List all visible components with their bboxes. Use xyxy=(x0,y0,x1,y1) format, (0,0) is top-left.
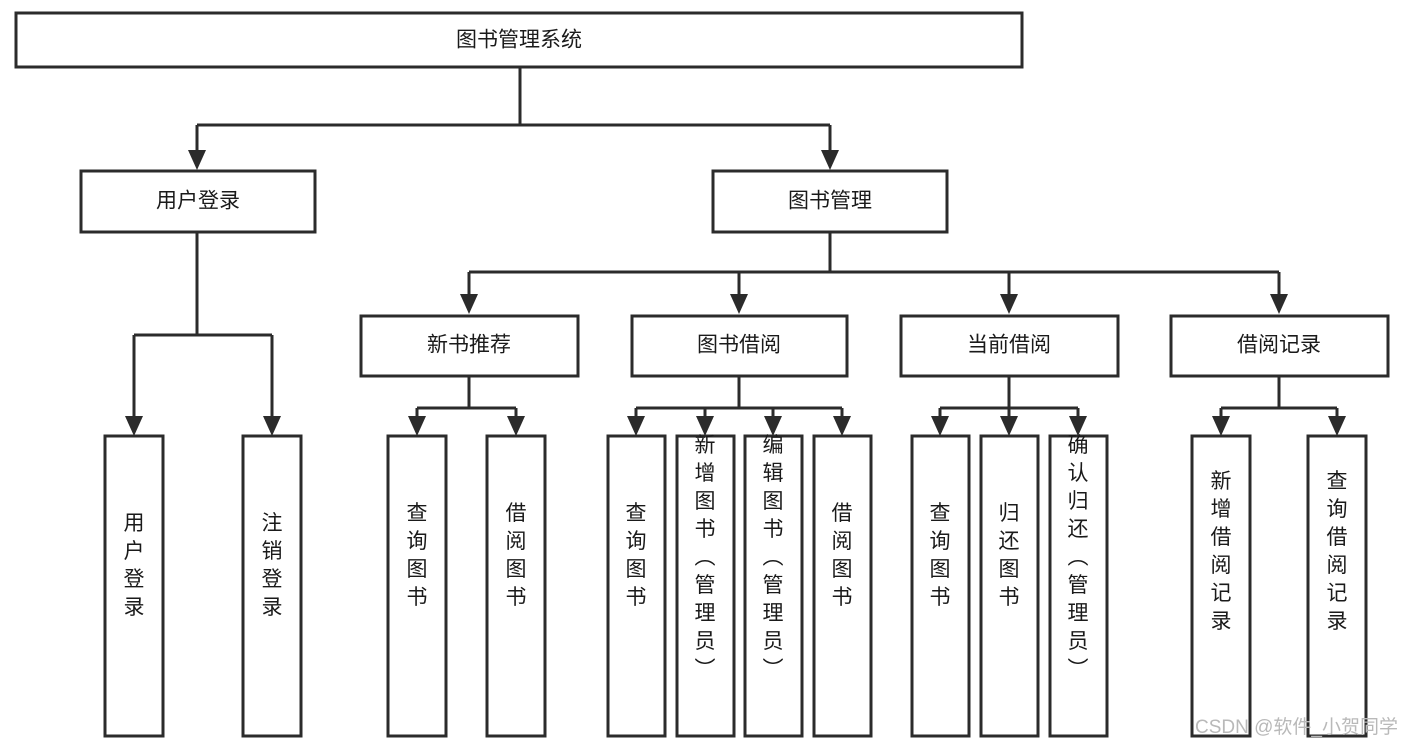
node-label-leaf-borrow-2: 新增图书︵管理员︶ xyxy=(695,434,716,681)
arrow-book-mgmt-to-current xyxy=(1000,294,1018,314)
node-box-book-management xyxy=(711,169,949,234)
node-label-current-borrow: 当前借阅 xyxy=(967,334,1051,357)
node-leaf-new-book-2[interactable]: 借阅图书 xyxy=(485,434,547,738)
node-box-leaf-current-1 xyxy=(910,434,971,738)
node-box-root xyxy=(14,11,1024,69)
node-label-leaf-borrow-4: 借阅图书 xyxy=(832,502,853,609)
arrow-user-login-leaf-2 xyxy=(263,416,281,436)
node-label-new-book-recommend: 新书推荐 xyxy=(427,334,511,357)
node-label-leaf-records-2: 查询借阅记录 xyxy=(1327,470,1348,633)
node-leaf-current-2[interactable]: 归还图书 xyxy=(979,434,1040,738)
node-box-new-book-recommend xyxy=(359,314,580,378)
arrow-borrow-leaf-3 xyxy=(764,416,782,436)
node-box-book-borrow xyxy=(630,314,849,378)
node-label-leaf-current-1: 查询图书 xyxy=(930,502,951,609)
node-current-borrow[interactable]: 当前借阅 xyxy=(899,314,1120,378)
node-box-borrow-records xyxy=(1169,314,1390,378)
node-leaf-borrow-1[interactable]: 查询图书 xyxy=(606,434,667,738)
arrow-records-leaf-2 xyxy=(1328,416,1346,436)
node-label-leaf-current-3: 确认归还︵管理员︶ xyxy=(1068,434,1089,681)
node-label-book-management: 图书管理 xyxy=(788,190,872,213)
node-label-leaf-new-book-1: 查询图书 xyxy=(407,502,428,609)
node-label-leaf-borrow-1: 查询图书 xyxy=(626,502,647,609)
node-box-leaf-borrow-4 xyxy=(812,434,873,738)
node-label-book-borrow: 图书借阅 xyxy=(697,334,781,357)
arrow-borrow-leaf-1 xyxy=(627,416,645,436)
node-leaf-user-login-1[interactable]: 用户登录 xyxy=(103,434,165,738)
arrow-root-to-book-mgmt xyxy=(821,150,839,170)
arrow-borrow-leaf-4 xyxy=(833,416,851,436)
node-label-leaf-user-login-1: 用户登录 xyxy=(124,512,145,619)
node-leaf-records-1[interactable]: 新增借阅记录 xyxy=(1190,434,1252,738)
node-book-borrow[interactable]: 图书借阅 xyxy=(630,314,849,378)
node-box-leaf-borrow-3 xyxy=(743,434,804,738)
node-leaf-current-1[interactable]: 查询图书 xyxy=(910,434,971,738)
arrow-book-mgmt-to-records xyxy=(1270,294,1288,314)
node-borrow-records[interactable]: 借阅记录 xyxy=(1169,314,1390,378)
node-label-leaf-records-1: 新增借阅记录 xyxy=(1211,470,1232,633)
arrow-current-leaf-1 xyxy=(931,416,949,436)
arrow-records-leaf-1 xyxy=(1212,416,1230,436)
node-leaf-current-3[interactable]: 确认归还︵管理员︶ xyxy=(1048,434,1109,738)
node-leaf-new-book-1[interactable]: 查询图书 xyxy=(386,434,448,738)
node-leaf-records-2[interactable]: 查询借阅记录 xyxy=(1306,434,1368,738)
node-label-leaf-current-2: 归还图书 xyxy=(999,502,1020,609)
arrow-current-leaf-2 xyxy=(1000,416,1018,436)
node-label-leaf-borrow-3: 编辑图书︵管理员︶ xyxy=(763,434,784,681)
node-box-leaf-records-1 xyxy=(1190,434,1252,738)
node-box-leaf-user-login-2 xyxy=(241,434,303,738)
node-new-book-recommend[interactable]: 新书推荐 xyxy=(359,314,580,378)
arrow-user-login-leaf-1 xyxy=(125,416,143,436)
node-box-leaf-new-book-1 xyxy=(386,434,448,738)
node-user-login[interactable]: 用户登录 xyxy=(79,169,317,234)
node-box-leaf-borrow-1 xyxy=(606,434,667,738)
node-box-current-borrow xyxy=(899,314,1120,378)
node-book-management[interactable]: 图书管理 xyxy=(711,169,949,234)
node-leaf-user-login-2[interactable]: 注销登录 xyxy=(241,434,303,738)
arrow-book-mgmt-to-borrow xyxy=(730,294,748,314)
node-label-leaf-new-book-2: 借阅图书 xyxy=(506,502,527,609)
arrow-book-mgmt-to-new-book xyxy=(460,294,478,314)
csdn-watermark: CSDN @软件_小贺同学 xyxy=(1195,716,1398,738)
connector-layer xyxy=(125,67,1346,436)
node-box-leaf-records-2 xyxy=(1306,434,1368,738)
node-box-leaf-current-3 xyxy=(1048,434,1109,738)
node-leaf-borrow-3[interactable]: 编辑图书︵管理员︶ xyxy=(743,434,804,738)
node-box-user-login xyxy=(79,169,317,234)
node-root-book-management-system[interactable]: 图书管理系统 xyxy=(14,11,1024,69)
node-box-leaf-user-login-1 xyxy=(103,434,165,738)
arrow-current-leaf-3 xyxy=(1069,416,1087,436)
node-label-leaf-user-login-2: 注销登录 xyxy=(262,512,283,619)
arrow-root-to-user-login xyxy=(188,150,206,170)
node-box-leaf-current-2 xyxy=(979,434,1040,738)
arrow-borrow-leaf-2 xyxy=(696,416,714,436)
node-leaf-borrow-4[interactable]: 借阅图书 xyxy=(812,434,873,738)
node-label-borrow-records: 借阅记录 xyxy=(1237,334,1321,357)
node-label-user-login: 用户登录 xyxy=(156,190,240,213)
node-label-root: 图书管理系统 xyxy=(456,29,582,52)
node-box-leaf-borrow-2 xyxy=(675,434,736,738)
node-box-leaf-new-book-2 xyxy=(485,434,547,738)
node-leaf-borrow-2[interactable]: 新增图书︵管理员︶ xyxy=(675,434,736,738)
arrow-new-book-leaf-1 xyxy=(408,416,426,436)
arrow-new-book-leaf-2 xyxy=(507,416,525,436)
